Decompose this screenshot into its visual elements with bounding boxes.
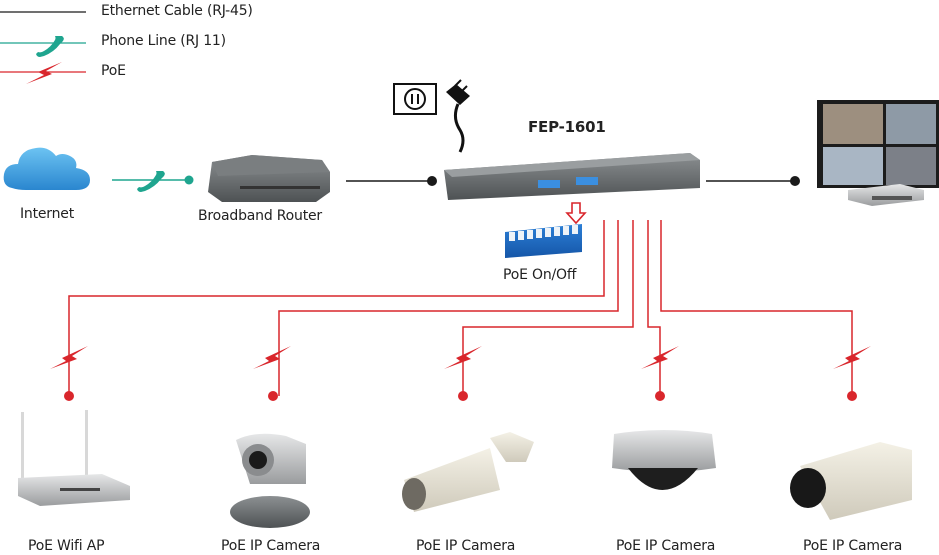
switch-icon <box>444 153 700 200</box>
router-icon <box>208 155 330 202</box>
connector-dot <box>847 391 857 401</box>
ptz-camera-icon <box>230 433 310 528</box>
lightning-icon <box>641 346 679 369</box>
power-plug-icon <box>446 79 470 153</box>
internet-label: Internet <box>20 206 74 222</box>
connector-dot <box>268 391 278 401</box>
device-label-camera-4: PoE IP Camera <box>803 538 903 554</box>
phone-icon <box>36 36 64 57</box>
monitor-icon <box>817 100 939 188</box>
poe-line-camera-4 <box>660 220 853 396</box>
connector-dot <box>184 175 194 185</box>
device-label-wifi-ap: PoE Wifi AP <box>28 538 105 554</box>
dome-camera-icon <box>612 430 716 490</box>
legend-label-ethernet: Ethernet Cable (RJ-45) <box>101 3 253 19</box>
connector-dot <box>655 391 665 401</box>
poe-line-wifi-ap <box>68 220 605 396</box>
power-outlet-icon <box>393 83 437 115</box>
arrow-down-icon <box>565 202 587 225</box>
lightning-icon <box>833 346 871 369</box>
device-label-camera-2: PoE IP Camera <box>416 538 516 554</box>
lightning-icon <box>444 346 482 369</box>
connector-dot <box>427 176 437 186</box>
box-camera-icon <box>790 442 912 520</box>
lightning-icon <box>26 62 62 84</box>
nvr-icon <box>848 184 924 206</box>
device-label-camera-3: PoE IP Camera <box>616 538 716 554</box>
lightning-icon <box>50 346 88 369</box>
connector-dot <box>790 176 800 186</box>
connector-dot <box>458 391 468 401</box>
legend-label-poe: PoE <box>101 63 126 79</box>
lightning-icon <box>253 346 291 369</box>
switch-label: FEP-1601 <box>528 118 606 136</box>
poe-line-camera-3 <box>647 220 661 396</box>
device-label-camera-1: PoE IP Camera <box>221 538 321 554</box>
bullet-camera-icon <box>402 432 534 512</box>
phone-icon <box>137 171 165 192</box>
cloud-icon <box>3 147 91 190</box>
connector-dot <box>64 391 74 401</box>
wifi-ap-icon <box>18 410 130 506</box>
legend-label-phone: Phone Line (RJ 11) <box>101 33 226 49</box>
poe-lines <box>68 220 853 396</box>
dip-switch-icon <box>505 224 582 258</box>
dip-switch-label: PoE On/Off <box>503 267 577 283</box>
router-label: Broadband Router <box>198 208 322 224</box>
legend <box>0 11 86 84</box>
